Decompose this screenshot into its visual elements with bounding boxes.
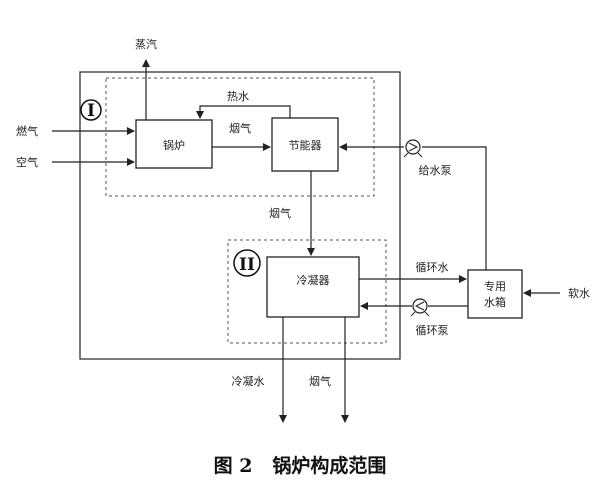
- region-1-boundary: [105, 77, 375, 197]
- water-tank-box: 专用 水箱: [467, 269, 523, 319]
- water-tank-label-line2: 水箱: [484, 295, 506, 309]
- circulating-pump-icon: [410, 298, 430, 317]
- region-2-boundary: [227, 239, 387, 344]
- region-1-marker: I: [80, 99, 102, 121]
- fuel-gas-label: 燃气: [16, 124, 38, 138]
- boiler-label: 锅炉: [163, 139, 185, 152]
- hot-water-arrow: [196, 105, 291, 119]
- flue-gas-label-2: 烟气: [269, 206, 291, 220]
- circulating-pump-label: 循环泵: [416, 324, 449, 337]
- flue-gas-label-3: 烟气: [309, 374, 331, 388]
- hot-water-label: 热水: [227, 90, 249, 103]
- soft-water-label: 软水: [568, 286, 590, 300]
- economizer-box: 节能器: [271, 117, 339, 172]
- condensate-label: 冷凝水: [232, 374, 265, 388]
- region-2-marker: II: [233, 249, 261, 277]
- region-1-label: I: [87, 101, 95, 121]
- feed-pump-icon: [403, 139, 423, 158]
- feed-pump-label: 给水泵: [419, 164, 452, 177]
- water-tank-label-line1: 专用: [484, 279, 506, 293]
- boiler-box: 锅炉: [135, 119, 213, 169]
- condenser-label: 冷凝器: [297, 273, 330, 287]
- region-2-label: II: [239, 255, 255, 275]
- feed-water-line: [422, 146, 487, 270]
- flue-gas-label-1: 烟气: [229, 121, 251, 135]
- figure-caption: 图 2 锅炉构成范围: [214, 454, 387, 477]
- outer-boundary: [79, 71, 401, 360]
- circulating-water-label: 循环水: [416, 261, 449, 274]
- condenser-box: 冷凝器: [266, 256, 360, 318]
- economizer-label: 节能器: [289, 138, 322, 152]
- air-label: 空气: [16, 155, 38, 169]
- steam-label: 蒸汽: [135, 37, 157, 51]
